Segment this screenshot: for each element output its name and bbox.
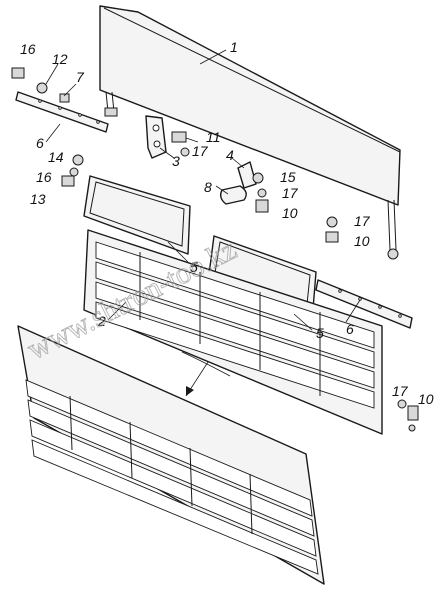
- callout-16-b: 16: [36, 169, 52, 185]
- callout-17-a: 17: [192, 143, 209, 159]
- inner-grille-slats: [95, 241, 375, 409]
- callout-14: 14: [48, 149, 64, 165]
- callout-17-d: 17: [392, 383, 409, 399]
- leader-lines: [45, 49, 361, 331]
- callout-10-c: 10: [418, 391, 434, 407]
- callout-10-a: 10: [282, 205, 298, 221]
- fasteners: [11, 67, 419, 432]
- callout-15: 15: [280, 169, 296, 185]
- callout-5-right: 5: [316, 325, 324, 341]
- callout-4: 4: [226, 147, 234, 163]
- seal-strip-left: [15, 91, 109, 133]
- callout-16-a: 16: [20, 41, 36, 57]
- gasket-panel-left: [83, 175, 191, 255]
- callout-7: 7: [76, 69, 85, 85]
- front-grille: [17, 325, 325, 585]
- callout-2: 2: [97, 313, 106, 329]
- callout-1: 1: [230, 39, 238, 55]
- seal-strip-right: [315, 279, 413, 329]
- callout-6-left: 6: [36, 135, 44, 151]
- bracket: [145, 115, 167, 159]
- callout-6-right: 6: [346, 321, 354, 337]
- callout-5-left: 5: [190, 259, 198, 275]
- spring-clip: [219, 185, 247, 205]
- callout-17-b: 17: [282, 185, 299, 201]
- callout-10-b: 10: [354, 233, 370, 249]
- callout-13: 13: [30, 191, 46, 207]
- callout-11: 11: [206, 129, 221, 145]
- callout-12: 12: [52, 51, 68, 67]
- callouts: 1 2 3 4 5 5 6 6 7 8 10 10 10 11 12 13 14…: [20, 39, 434, 407]
- front-grille-slats: [25, 379, 319, 575]
- inner-grille: [83, 229, 383, 435]
- callout-17-c: 17: [354, 213, 371, 229]
- callout-3: 3: [172, 153, 180, 169]
- clip-strip: [237, 161, 257, 189]
- callout-8: 8: [204, 179, 212, 195]
- assembly-arrow: [181, 351, 231, 397]
- upper-panel: [99, 5, 401, 260]
